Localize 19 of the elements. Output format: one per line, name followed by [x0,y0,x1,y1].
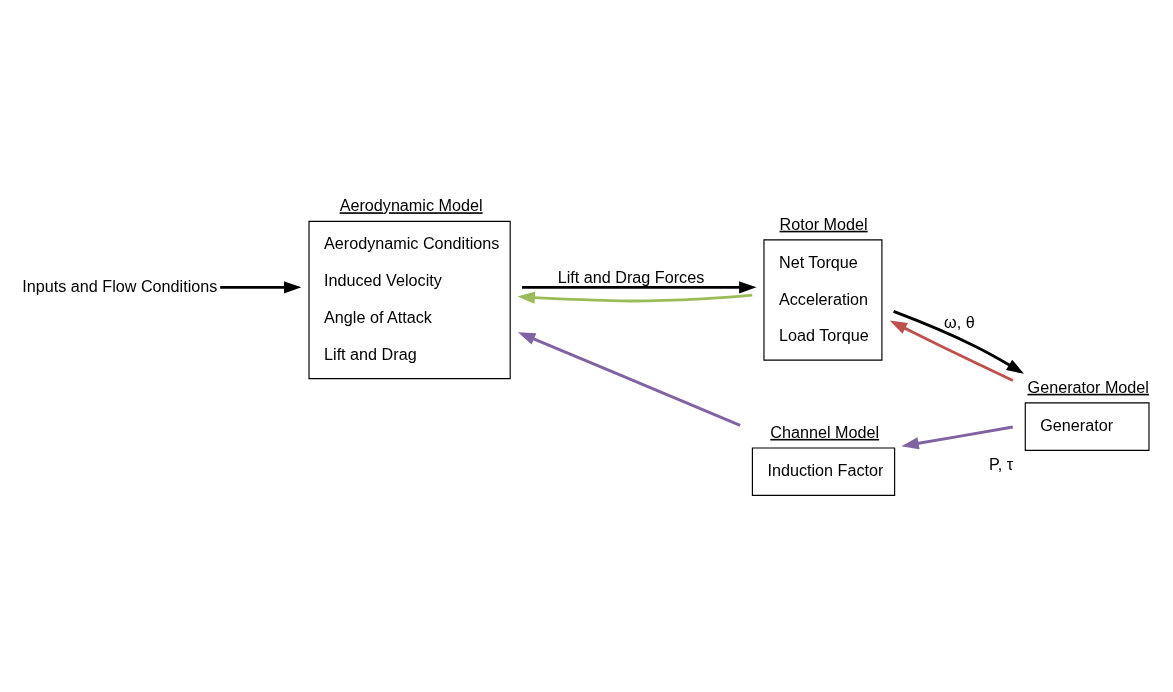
arrow [893,310,1024,374]
node-box: Induction Factor [751,447,896,496]
arrow [220,281,302,294]
node-label: Channel Model [770,422,880,441]
arrow [901,425,1014,450]
node-label: P, τ [988,455,1014,474]
arrow [522,281,757,294]
edge-label: ω, θ [944,313,975,332]
node-label: Rotor Model [779,214,868,233]
node-label: Generator Model [1027,377,1149,396]
arrow [889,320,1014,382]
node-text: Inputs and Flow Conditions [22,276,218,295]
arrow [517,291,753,304]
node-box: Aerodynamic Conditions Induced Velocity Angle of Attack Lift and Drag [308,220,511,380]
node-box: Generator [1024,402,1150,451]
node-box: Net Torque Acceleration Load Torque [763,239,883,361]
node-label: Aerodynamic Model [339,196,483,215]
arrow [517,332,741,427]
edge-label: Lift and Drag Forces [557,267,705,286]
